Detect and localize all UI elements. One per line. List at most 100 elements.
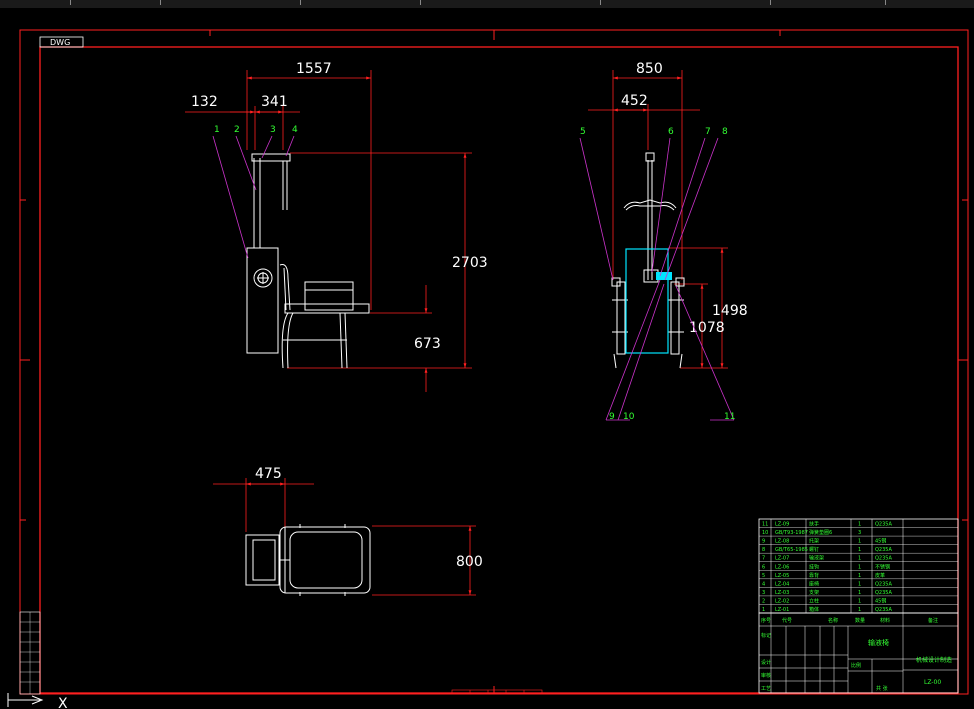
balloon-label: 6 xyxy=(668,127,674,137)
parts-row-qty: 1 xyxy=(858,598,861,604)
parts-row-no: 5 xyxy=(762,573,765,579)
dim-side-width: 850 xyxy=(636,61,663,77)
parts-row-code: LZ-03 xyxy=(775,590,789,596)
parts-row-no: 9 xyxy=(762,539,765,545)
title-header-cell: 材料 xyxy=(880,617,890,624)
parts-row-material: Q235A xyxy=(875,581,892,587)
title-row-label: 标记 xyxy=(761,632,771,639)
parts-row-qty: 1 xyxy=(858,522,861,528)
side-highlight-bracket xyxy=(656,272,672,280)
parts-row-name: 座椅 xyxy=(809,580,819,587)
front-chair-outline xyxy=(246,153,370,369)
parts-row-qty: 3 xyxy=(858,530,861,536)
dim-side-half-width: 452 xyxy=(621,93,648,109)
side-view: 850 452 1498 1078 xyxy=(579,61,748,421)
balloon-label: 5 xyxy=(580,127,586,137)
title-row-label: 工艺 xyxy=(761,686,771,692)
parts-row-material: 皮革 xyxy=(875,572,885,579)
parts-row-name: 靠背 xyxy=(809,572,819,579)
title-header-cell: 序号 xyxy=(761,617,771,624)
parts-row-code: LZ-08 xyxy=(775,539,789,545)
parts-row-name: 扶手 xyxy=(809,521,819,528)
scale-label: 比例 xyxy=(851,662,861,669)
parts-row-no: 11 xyxy=(762,522,768,528)
title-header-cell: 名称 xyxy=(828,617,838,624)
parts-row-no: 8 xyxy=(762,547,765,553)
parts-row-qty: 1 xyxy=(858,590,861,596)
parts-row-qty: 1 xyxy=(858,573,861,579)
revision-strip xyxy=(19,611,41,695)
parts-row-qty: 1 xyxy=(858,564,861,570)
parts-row-qty: 1 xyxy=(858,581,861,587)
balloon-label: 2 xyxy=(234,125,240,135)
dim-side-height-upper: 1498 xyxy=(712,303,748,319)
balloon-label: 7 xyxy=(705,127,711,137)
axis-marker: X xyxy=(58,696,68,709)
parts-row-code: LZ-09 xyxy=(775,522,789,528)
title-block: 序号代号名称数量材料备注 输液椅 机械设计制造 LZ-00 比例 共 张 标记设… xyxy=(758,612,959,694)
parts-row-material: 不锈钢 xyxy=(875,563,890,570)
dim-side-height-lower: 1078 xyxy=(689,320,725,336)
parts-row-material: Q235A xyxy=(875,607,892,613)
balloon-label: 8 xyxy=(722,127,728,137)
dim-front-left-offset: 132 xyxy=(191,94,218,110)
side-chair-outline xyxy=(611,152,685,369)
parts-row-name: 箱体 xyxy=(809,606,819,613)
dim-front-seat-height: 673 xyxy=(414,336,441,352)
parts-row-material: Q235A xyxy=(875,590,892,596)
plan-chair-outline xyxy=(245,524,371,596)
bottom-scale-bar xyxy=(451,689,543,695)
balloon-label: 9 xyxy=(609,412,615,422)
parts-row-name: 弹簧垫圈6 xyxy=(809,529,832,536)
parts-row-qty: 1 xyxy=(858,539,861,545)
parts-row-code: GB/T93-1987 xyxy=(775,530,808,536)
parts-row-no: 2 xyxy=(762,598,765,604)
parts-row-code: LZ-02 xyxy=(775,598,789,604)
parts-row-material: 45钢 xyxy=(875,538,886,545)
balloon-label: 4 xyxy=(292,125,298,135)
sheet-count-label: 共 张 xyxy=(876,685,888,692)
parts-row-code: LZ-06 xyxy=(775,564,789,570)
title-row-label: 设计 xyxy=(761,659,771,666)
window-title-bar xyxy=(0,0,974,8)
parts-row-code: LZ-01 xyxy=(775,607,789,613)
dim-plan-depth: 800 xyxy=(456,554,483,570)
drawing-number: LZ-00 xyxy=(924,679,941,686)
side-highlight-frame xyxy=(625,248,669,354)
sheet-frame xyxy=(19,29,969,695)
parts-row-name: 输液架 xyxy=(809,555,824,562)
parts-row-material: Q235A xyxy=(875,556,892,562)
balloon-label: 10 xyxy=(623,412,635,422)
parts-row-no: 10 xyxy=(762,530,768,536)
parts-row-no: 7 xyxy=(762,556,765,562)
balloon-label: 11 xyxy=(724,412,735,422)
dim-front-column-width: 341 xyxy=(261,94,288,110)
parts-row-code: LZ-05 xyxy=(775,573,789,579)
parts-row-material: Q235A xyxy=(875,522,892,528)
parts-row-qty: 1 xyxy=(858,607,861,613)
corner-tag-text: DWG xyxy=(50,38,70,47)
parts-row-no: 4 xyxy=(762,581,765,587)
dim-front-height: 2703 xyxy=(452,255,488,271)
parts-row-name: 托架 xyxy=(809,538,819,545)
parts-row-name: 螺钉 xyxy=(809,546,819,553)
parts-row-no: 3 xyxy=(762,590,765,596)
company-name: 机械设计制造 xyxy=(916,656,952,664)
balloon-label: 3 xyxy=(270,125,276,135)
ucs-icon xyxy=(7,693,44,707)
title-row-label: 审核 xyxy=(761,672,771,679)
dim-plan-offset: 475 xyxy=(255,466,282,482)
parts-row-no: 1 xyxy=(762,607,765,613)
parts-row-no: 6 xyxy=(762,564,765,570)
dim-front-overall-width: 1557 xyxy=(296,61,332,77)
parts-row-code: GB/T65-1985 xyxy=(775,547,808,553)
balloon-layer: 1 2 3 4 5 6 7 8 9 10 11 xyxy=(214,125,735,422)
balloon-label: 1 xyxy=(214,125,220,135)
parts-row-code: LZ-04 xyxy=(775,581,789,587)
parts-row-name: 挂钩 xyxy=(809,563,819,570)
title-header-cell: 代号 xyxy=(782,617,792,624)
title-header-cell: 数量 xyxy=(855,617,865,624)
drawing-name: 输液椅 xyxy=(868,638,889,647)
